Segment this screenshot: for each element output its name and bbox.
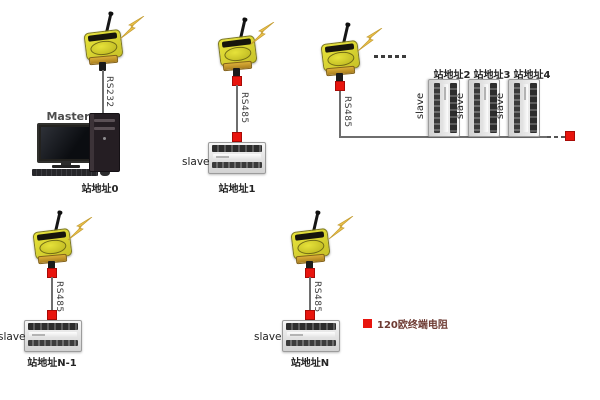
terminator-resistor: [335, 81, 345, 91]
plc-label-area: [482, 84, 488, 132]
keyboard: [32, 169, 98, 176]
master-label: Master: [46, 110, 90, 123]
station-label-n1: 站地址N-1: [27, 358, 77, 369]
wireless-module: [217, 19, 258, 77]
slave-role-label: slave: [0, 331, 26, 343]
cable-connector: [48, 261, 55, 270]
plc-terminal-strip: [286, 323, 336, 330]
plc-terminal-strip: [530, 83, 537, 133]
rs485-bus-line: [339, 136, 547, 138]
lightning-icon: [67, 217, 93, 241]
plc-device: [24, 320, 82, 352]
plc-terminal-strip: [474, 83, 480, 133]
plc-terminal-strip: [28, 340, 78, 346]
drive-bay: [94, 119, 115, 122]
terminator-resistor: [305, 310, 315, 320]
terminator-resistor: [565, 131, 575, 141]
module-faceplate: [326, 50, 356, 68]
monitor-screen: [41, 127, 93, 159]
plc-terminal-strip: [514, 83, 520, 133]
station-label-3: 站地址3: [473, 70, 511, 81]
slave-role-label: slave: [182, 156, 210, 168]
wireless-module: [290, 212, 331, 270]
wireless-module: [83, 13, 124, 71]
slave-role-label: slave: [455, 92, 466, 120]
plc-device: [208, 142, 266, 174]
mouse: [100, 169, 110, 176]
plc-label-area: [442, 84, 448, 132]
station-label-4: 站地址4: [513, 70, 551, 81]
plc-label-area: [213, 154, 261, 160]
module-faceplate: [296, 238, 326, 256]
plc-terminal-strip: [434, 83, 440, 133]
rs232-cable-label: RS232: [104, 76, 114, 108]
module-faceplate: [89, 39, 119, 57]
lightning-icon: [328, 216, 354, 240]
legend-terminator-swatch-icon: [363, 319, 372, 328]
lightning-icon: [249, 22, 275, 46]
lightning-icon: [119, 16, 145, 40]
plc-label-area: [287, 332, 335, 338]
station-label-0: 站地址0: [81, 184, 119, 195]
rs485-cable: [309, 277, 311, 313]
station-label-1: 站地址1: [218, 184, 256, 195]
plc-label-area: [29, 332, 77, 338]
wireless-module: [320, 24, 361, 82]
monitor-base: [52, 165, 80, 168]
cable-connector: [336, 73, 343, 82]
station-label-n: 站地址N: [290, 358, 330, 369]
monitor-stand: [61, 161, 71, 165]
rs485-cable-label: RS485: [342, 96, 352, 128]
plc-device: [282, 320, 340, 352]
computer-tower: [89, 113, 120, 172]
rs485-cable: [51, 277, 53, 313]
dashed-bus-tail: [547, 136, 565, 138]
rs485-cable-label: RS485: [239, 92, 249, 124]
module-faceplate: [38, 238, 68, 256]
dashed-continuation-line: [374, 55, 407, 58]
plc-terminal-strip: [212, 162, 262, 168]
plc-label-area: [522, 84, 528, 132]
slave-role-label: slave: [254, 331, 282, 343]
plc-device: [508, 79, 540, 137]
rs485-cable-label: RS485: [54, 281, 64, 313]
lightning-icon: [357, 28, 383, 52]
monitor: [37, 123, 97, 163]
cable-connector: [233, 68, 240, 77]
terminator-resistor: [47, 310, 57, 320]
drive-bay: [94, 127, 115, 130]
plc-terminal-strip: [212, 145, 262, 152]
terminator-resistor: [232, 132, 242, 142]
power-button-icon: [103, 137, 106, 140]
cable-connector: [99, 62, 106, 71]
station-label-2: 站地址2: [433, 70, 471, 81]
wireless-module: [32, 212, 73, 270]
module-faceplate: [223, 45, 253, 63]
plc-terminal-strip: [286, 340, 336, 346]
rs485-cable: [236, 85, 238, 134]
plc-terminal-strip: [28, 323, 78, 330]
slave-role-label: slave: [415, 92, 426, 120]
legend-label: 120欧终端电阻: [377, 320, 448, 331]
slave-role-label: slave: [495, 92, 506, 120]
rs232-cable: [102, 70, 104, 115]
rs485-cable-label: RS485: [312, 281, 322, 313]
rs485-cable: [339, 91, 341, 137]
cable-connector: [306, 261, 313, 270]
